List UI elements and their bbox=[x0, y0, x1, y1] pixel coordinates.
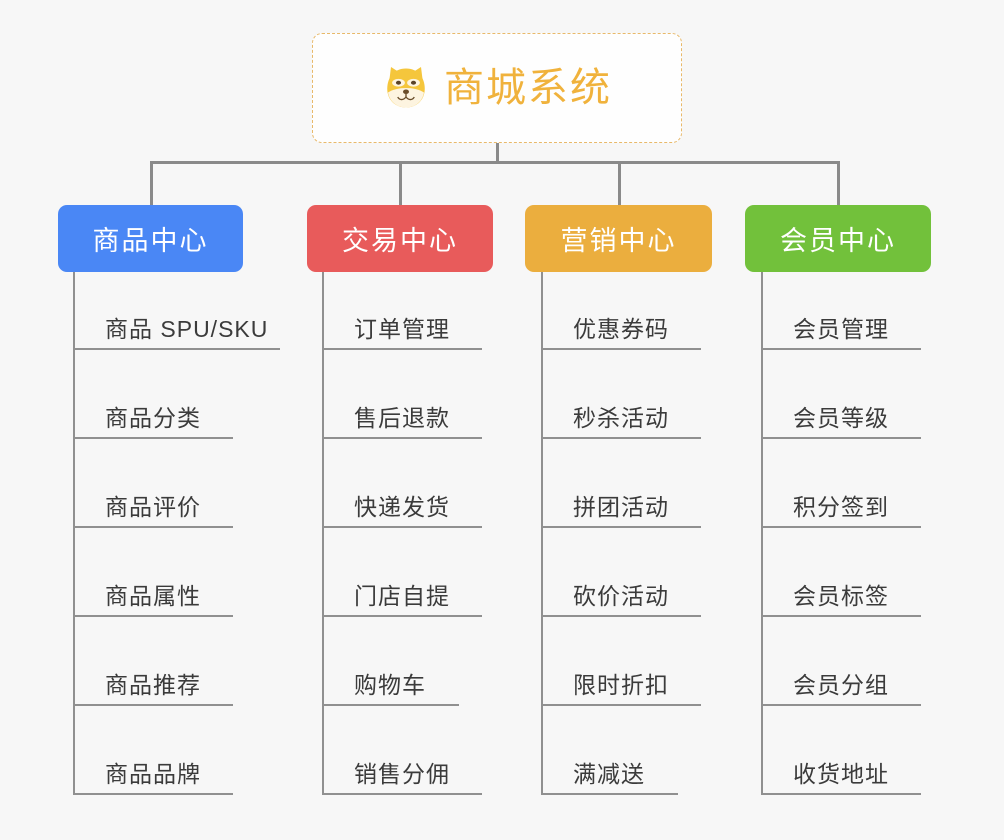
category-box-3[interactable]: 营销中心 bbox=[525, 205, 712, 272]
leaf-item[interactable]: 门店自提 bbox=[322, 571, 482, 617]
leaf-item-label: 拼团活动 bbox=[573, 494, 669, 520]
leaf-item-label: 优惠券码 bbox=[573, 316, 669, 342]
leaf-item[interactable]: 满减送 bbox=[541, 749, 678, 795]
leaf-item[interactable]: 砍价活动 bbox=[541, 571, 701, 617]
leaf-item-label: 会员管理 bbox=[793, 316, 889, 342]
shiba-dog-face-icon bbox=[387, 67, 425, 108]
connector-drop-2 bbox=[399, 161, 402, 205]
category-box-2[interactable]: 交易中心 bbox=[307, 205, 493, 272]
category-title: 营销中心 bbox=[560, 226, 677, 256]
leaf-item-label: 订单管理 bbox=[354, 316, 450, 342]
leaf-item[interactable]: 优惠券码 bbox=[541, 304, 701, 350]
leaf-item-label: 积分签到 bbox=[793, 494, 889, 520]
category-box-4[interactable]: 会员中心 bbox=[745, 205, 931, 272]
leaf-item-label: 会员标签 bbox=[793, 583, 889, 609]
leaf-item[interactable]: 购物车 bbox=[322, 660, 459, 706]
category-title: 会员中心 bbox=[780, 226, 896, 256]
leaf-item-label: 门店自提 bbox=[354, 583, 450, 609]
column-spine bbox=[541, 272, 543, 795]
leaf-item-label: 商品推荐 bbox=[105, 672, 201, 698]
root-node[interactable]: 商城系统 bbox=[312, 33, 682, 143]
connector-drop-1 bbox=[150, 161, 153, 205]
leaf-item[interactable]: 秒杀活动 bbox=[541, 393, 701, 439]
leaf-item-label: 商品评价 bbox=[105, 494, 201, 520]
root-title: 商城系统 bbox=[444, 66, 612, 110]
leaf-item[interactable]: 会员标签 bbox=[761, 571, 921, 617]
leaf-item-label: 会员分组 bbox=[793, 672, 889, 698]
leaf-item[interactable]: 商品品牌 bbox=[73, 749, 233, 795]
leaf-item[interactable]: 收货地址 bbox=[761, 749, 921, 795]
leaf-item[interactable]: 商品推荐 bbox=[73, 660, 233, 706]
category-box-1[interactable]: 商品中心 bbox=[58, 205, 243, 272]
leaf-item[interactable]: 商品分类 bbox=[73, 393, 233, 439]
leaf-item-label: 快递发货 bbox=[354, 494, 450, 520]
leaf-item-label: 砍价活动 bbox=[573, 583, 669, 609]
column-spine bbox=[322, 272, 324, 795]
leaf-item[interactable]: 销售分佣 bbox=[322, 749, 482, 795]
leaf-item-label: 购物车 bbox=[354, 672, 426, 698]
leaf-item[interactable]: 限时折扣 bbox=[541, 660, 701, 706]
leaf-item[interactable]: 会员等级 bbox=[761, 393, 921, 439]
category-title: 商品中心 bbox=[92, 226, 209, 256]
leaf-item[interactable]: 售后退款 bbox=[322, 393, 482, 439]
leaf-item[interactable]: 积分签到 bbox=[761, 482, 921, 528]
leaf-item-label: 商品 SPU/SKU bbox=[105, 316, 269, 342]
connector-horizontal-bar bbox=[150, 161, 838, 164]
leaf-item[interactable]: 订单管理 bbox=[322, 304, 482, 350]
leaf-item[interactable]: 快递发货 bbox=[322, 482, 482, 528]
leaf-item-label: 商品分类 bbox=[105, 405, 201, 431]
connector-drop-4 bbox=[837, 161, 840, 205]
leaf-item-label: 收货地址 bbox=[793, 761, 889, 787]
category-title: 交易中心 bbox=[342, 226, 458, 256]
leaf-item-label: 商品品牌 bbox=[105, 761, 201, 787]
leaf-item-label: 满减送 bbox=[573, 761, 645, 787]
leaf-item-label: 销售分佣 bbox=[354, 761, 450, 787]
column-spine bbox=[761, 272, 763, 795]
leaf-item-label: 会员等级 bbox=[793, 405, 889, 431]
leaf-item[interactable]: 商品评价 bbox=[73, 482, 233, 528]
leaf-item[interactable]: 会员管理 bbox=[761, 304, 921, 350]
leaf-item-label: 限时折扣 bbox=[573, 672, 669, 698]
leaf-item-label: 售后退款 bbox=[354, 405, 450, 431]
column-spine bbox=[73, 272, 75, 795]
leaf-item[interactable]: 拼团活动 bbox=[541, 482, 701, 528]
leaf-item-label: 秒杀活动 bbox=[573, 405, 669, 431]
leaf-item[interactable]: 商品属性 bbox=[73, 571, 233, 617]
leaf-item-label: 商品属性 bbox=[105, 583, 201, 609]
connector-drop-3 bbox=[618, 161, 621, 205]
leaf-item[interactable]: 会员分组 bbox=[761, 660, 921, 706]
connector-root-stem bbox=[496, 143, 499, 164]
leaf-item[interactable]: 商品 SPU/SKU bbox=[73, 304, 280, 350]
